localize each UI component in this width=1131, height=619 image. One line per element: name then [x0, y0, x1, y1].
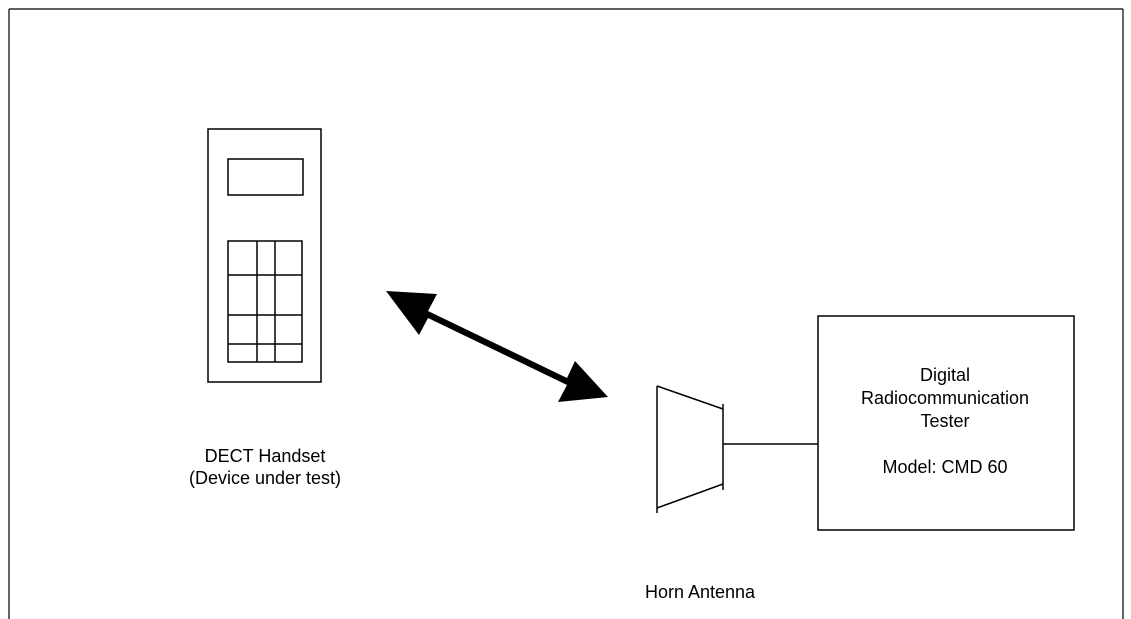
tester-label-line1: Digital: [919, 365, 971, 385]
handset-sublabel: (Device under test): [188, 468, 342, 488]
handset-display: [227, 158, 304, 196]
diagram-frame: [8, 8, 1124, 619]
horn-antenna-label: Horn Antenna: [644, 582, 756, 602]
tester-box: [817, 315, 1075, 531]
radio-link-arrow: [386, 291, 608, 402]
tester-model-label: Model: CMD 60: [882, 457, 1008, 477]
tester-label-line2: Radiocommunication: [860, 388, 1030, 408]
handset-body: [207, 128, 322, 383]
handset-label: DECT Handset: [204, 446, 326, 466]
dect-handset: [207, 128, 322, 383]
handset-keypad: [227, 240, 303, 363]
horn-antenna: [656, 385, 724, 513]
tester-label-line3: Tester: [920, 411, 970, 431]
